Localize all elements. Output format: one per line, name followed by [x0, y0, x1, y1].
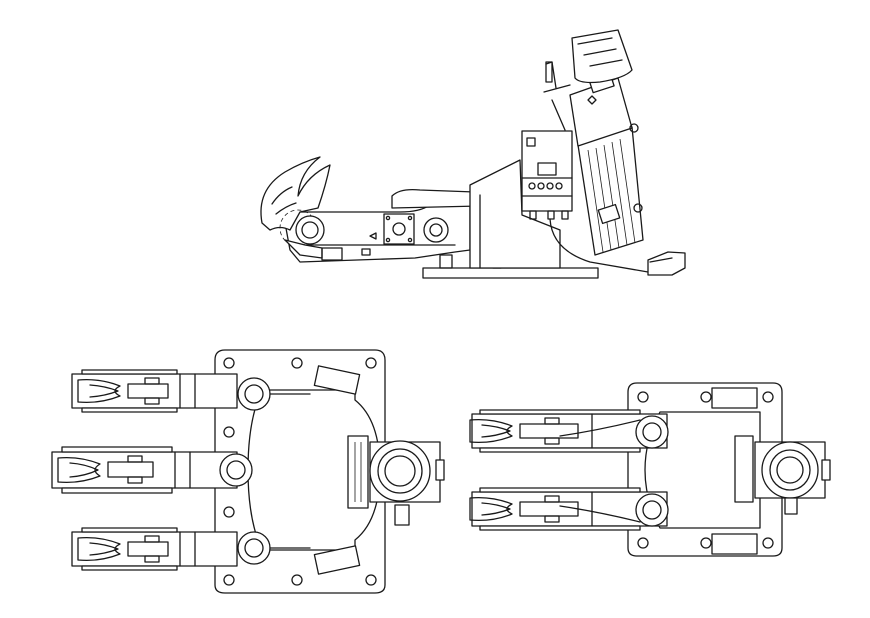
pedestal — [469, 159, 561, 269]
motor-flange — [347, 435, 369, 509]
top-funnel — [571, 29, 633, 84]
base-plate — [422, 267, 599, 279]
top-view-two-arm — [469, 382, 831, 557]
side-elevation-view — [260, 29, 686, 279]
arm-upper — [469, 409, 669, 453]
arm-middle — [51, 446, 253, 494]
arm-lower — [469, 487, 669, 531]
top-view-three-arm — [51, 349, 445, 594]
arm-top — [71, 369, 311, 413]
foot-pedal — [647, 251, 686, 276]
arm-flange — [383, 213, 415, 245]
control-box — [521, 130, 573, 212]
arm-bottom — [71, 527, 311, 571]
